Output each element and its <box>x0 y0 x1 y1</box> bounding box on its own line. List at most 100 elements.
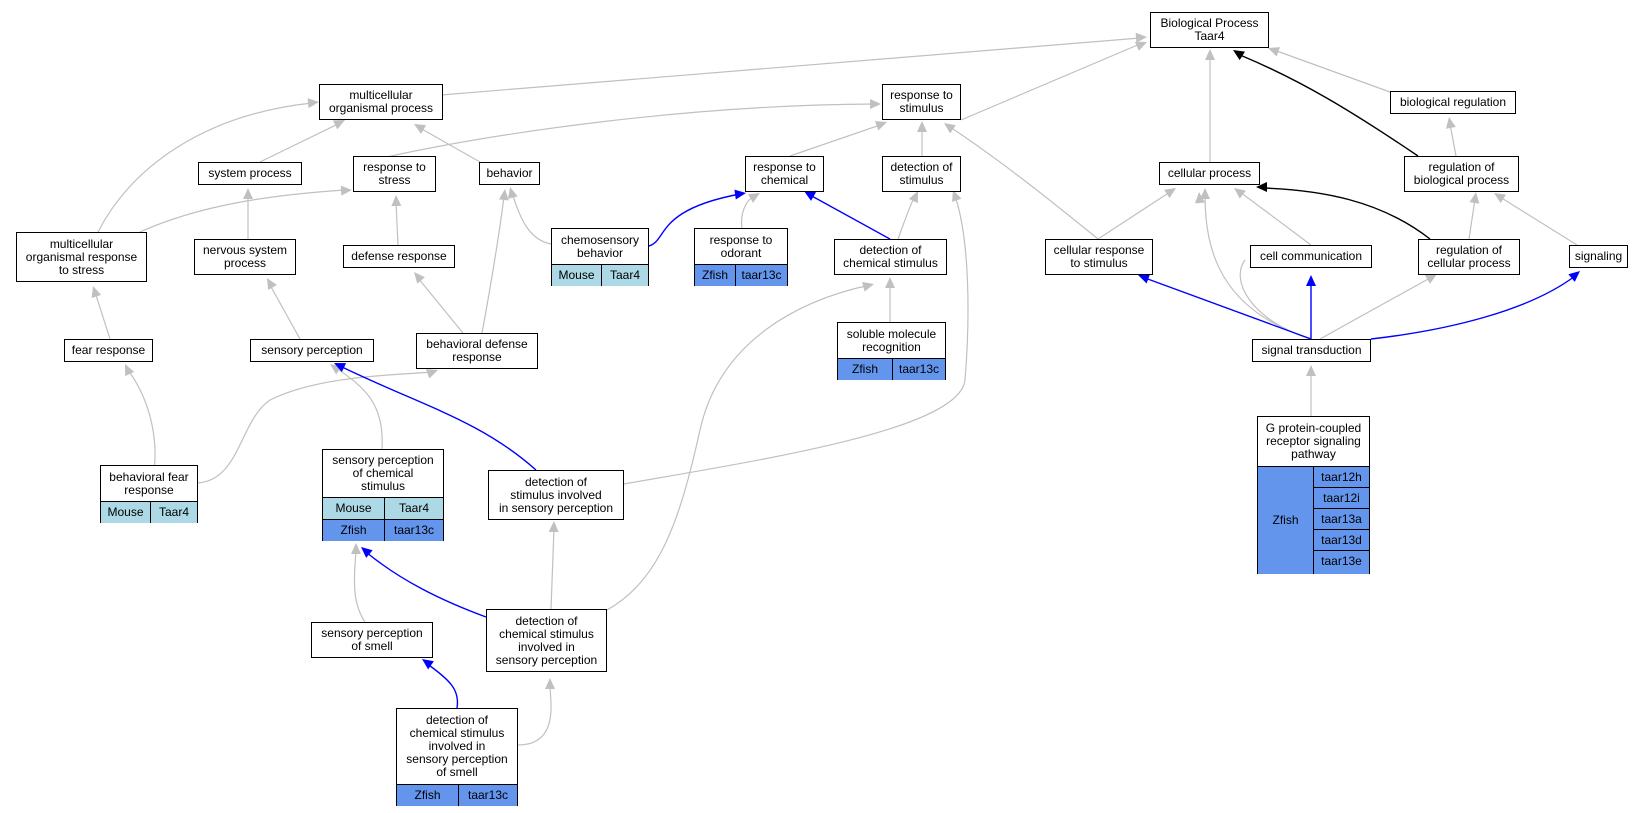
gene-cell[interactable]: taar13a <box>1314 508 1369 529</box>
node-detection-of-chemical-stimulus-involved-in-sensory-perception[interactable]: detection of chemical stimulus involved … <box>486 609 607 672</box>
node-defense-response[interactable]: defense response <box>343 245 455 268</box>
edge-arrowhead <box>874 121 887 131</box>
edge-arrowhead <box>125 364 135 377</box>
edge-arrowhead <box>340 185 352 196</box>
edge-arrowhead <box>908 191 918 204</box>
node-label: sensory perception of chemical stimulus <box>332 453 434 493</box>
edge-arrowhead <box>1445 117 1456 129</box>
edge-line <box>94 291 111 340</box>
organism-cell: Mouse <box>552 265 601 286</box>
node-nervous-system-process[interactable]: nervous system process <box>194 239 296 275</box>
edge-line <box>359 103 875 164</box>
edge-arrowhead <box>425 369 438 379</box>
node-detection-of-stimulus-involved-in-sensory-perception[interactable]: detection of stimulus involved in sensor… <box>488 470 624 520</box>
node-soluble-molecule-recognition[interactable]: soluble molecule recognition Zfish taar1… <box>837 322 946 380</box>
edge-arrowhead <box>1424 274 1437 284</box>
edge-arrowhead <box>414 272 425 284</box>
node-label: behavioral defense response <box>426 337 528 364</box>
gene-cell[interactable]: Taar4 <box>150 502 197 523</box>
node-detection-of-chemical-stimulus[interactable]: detection of chemical stimulus <box>834 239 947 275</box>
node-label: detection of chemical stimulus involved … <box>406 713 508 779</box>
gene-cell[interactable]: taar13c <box>384 520 443 541</box>
edge-arrowhead <box>1205 49 1215 60</box>
edge-arrowhead <box>498 189 509 201</box>
node-system-process[interactable]: system process <box>198 162 302 185</box>
organism-cell: Zfish <box>1258 467 1314 574</box>
annotation-row: Zfish taar13c <box>397 784 517 806</box>
edge-arrowhead <box>1135 32 1147 43</box>
edge-line <box>197 371 433 484</box>
node-behavior[interactable]: behavior <box>479 162 540 185</box>
edge-line <box>949 126 1099 240</box>
node-multicellular-organismal-response-to-stress[interactable]: multicellular organismal response to str… <box>16 232 147 282</box>
edge-arrowhead <box>1200 188 1210 199</box>
node-label: chemosensory behavior <box>560 232 640 260</box>
node-label: cell communication <box>1259 249 1363 263</box>
node-sensory-perception-of-smell[interactable]: sensory perception of smell <box>311 622 433 658</box>
node-label: behavioral fear response <box>109 469 189 497</box>
gene-cell[interactable]: taar13e <box>1314 550 1369 571</box>
node-label: nervous system process <box>202 243 288 270</box>
node-multicellular-organismal-process[interactable]: multicellular organismal process <box>319 84 443 120</box>
gene-cell[interactable]: Taar4 <box>601 265 648 286</box>
gene-cell[interactable]: taar12h <box>1321 469 1362 484</box>
node-label: regulation of biological process <box>1413 160 1510 187</box>
node-label: detection of chemical stimulus <box>843 243 938 270</box>
node-cellular-response-to-stimulus[interactable]: cellular response to stimulus <box>1045 239 1153 275</box>
node-label: system process <box>208 166 292 180</box>
edge-line <box>1262 187 1431 240</box>
edge-line <box>269 284 301 340</box>
node-signal-transduction[interactable]: signal transduction <box>1252 339 1371 362</box>
node-sensory-perception[interactable]: sensory perception <box>250 339 374 362</box>
node-biological-process-root[interactable]: Biological Process Taar4 <box>1150 12 1269 48</box>
edge-arrowhead <box>1138 274 1151 284</box>
organism-cell: Zfish <box>838 359 892 380</box>
gene-cell[interactable]: taar12i <box>1314 487 1369 508</box>
edge-arrowhead <box>1494 193 1506 204</box>
node-response-to-stress[interactable]: response to stress <box>353 156 436 192</box>
edge-line <box>606 284 871 611</box>
edge-arrowhead <box>1194 192 1205 204</box>
annotation-row: Zfish taar13c <box>838 358 945 380</box>
edge-arrowhead <box>334 363 347 373</box>
node-response-to-stimulus[interactable]: response to stimulus <box>882 84 961 120</box>
edge-arrowhead <box>917 121 927 132</box>
node-gpcr-signaling-pathway[interactable]: G protein-coupled receptor signaling pat… <box>1257 416 1370 574</box>
node-label: cellular response to stimulus <box>1053 243 1145 270</box>
organism-cell: Mouse <box>323 498 384 519</box>
edge-line <box>395 201 399 246</box>
node-regulation-of-biological-process[interactable]: regulation of biological process <box>1404 156 1519 192</box>
edge-arrowhead <box>351 543 361 554</box>
node-cellular-process[interactable]: cellular process <box>1159 162 1260 185</box>
node-signaling[interactable]: signaling <box>1569 245 1628 268</box>
node-behavioral-defense-response[interactable]: behavioral defense response <box>416 333 538 369</box>
node-fear-response[interactable]: fear response <box>64 339 153 362</box>
edge-line <box>259 123 339 163</box>
node-detection-of-stimulus[interactable]: detection of stimulus <box>882 156 961 192</box>
edge-line <box>419 127 481 163</box>
edge-arrowhead <box>243 188 253 199</box>
node-biological-regulation[interactable]: biological regulation <box>1390 91 1516 114</box>
edge-arrowhead <box>332 120 345 130</box>
annotation-block: Zfish taar12h taar12i taar13a taar13d ta… <box>1258 466 1369 574</box>
node-detection-of-chemical-stimulus-involved-in-sensory-perception-of-smell[interactable]: detection of chemical stimulus involved … <box>396 708 518 806</box>
node-label: multicellular organismal process <box>328 88 434 115</box>
node-behavioral-fear-response[interactable]: behavioral fear response Mouse Taar4 <box>100 465 198 523</box>
gene-cell[interactable]: taar13c <box>735 265 787 286</box>
annotation-row: Mouse Taar4 <box>323 497 443 519</box>
node-regulation-of-cellular-process[interactable]: regulation of cellular process <box>1418 239 1520 275</box>
gene-cell[interactable]: taar13d <box>1314 529 1369 550</box>
node-response-to-chemical[interactable]: response to chemical <box>745 156 824 192</box>
node-response-to-odorant[interactable]: response to odorant Zfish taar13c <box>694 228 788 286</box>
gene-cell[interactable]: taar13c <box>458 785 517 806</box>
node-chemosensory-behavior[interactable]: chemosensory behavior Mouse Taar4 <box>551 228 649 286</box>
annotation-row: Zfish taar13c <box>695 264 787 286</box>
edge-line <box>623 195 969 485</box>
node-label: multicellular organismal response to str… <box>25 236 138 277</box>
gene-cell[interactable]: taar13c <box>892 359 945 380</box>
node-cell-communication[interactable]: cell communication <box>1250 245 1372 268</box>
node-sensory-perception-of-chemical-stimulus[interactable]: sensory perception of chemical stimulus … <box>322 449 444 541</box>
organism-cell: Mouse <box>101 502 150 523</box>
node-label: soluble molecule recognition <box>846 326 937 354</box>
gene-cell[interactable]: Taar4 <box>384 498 443 519</box>
